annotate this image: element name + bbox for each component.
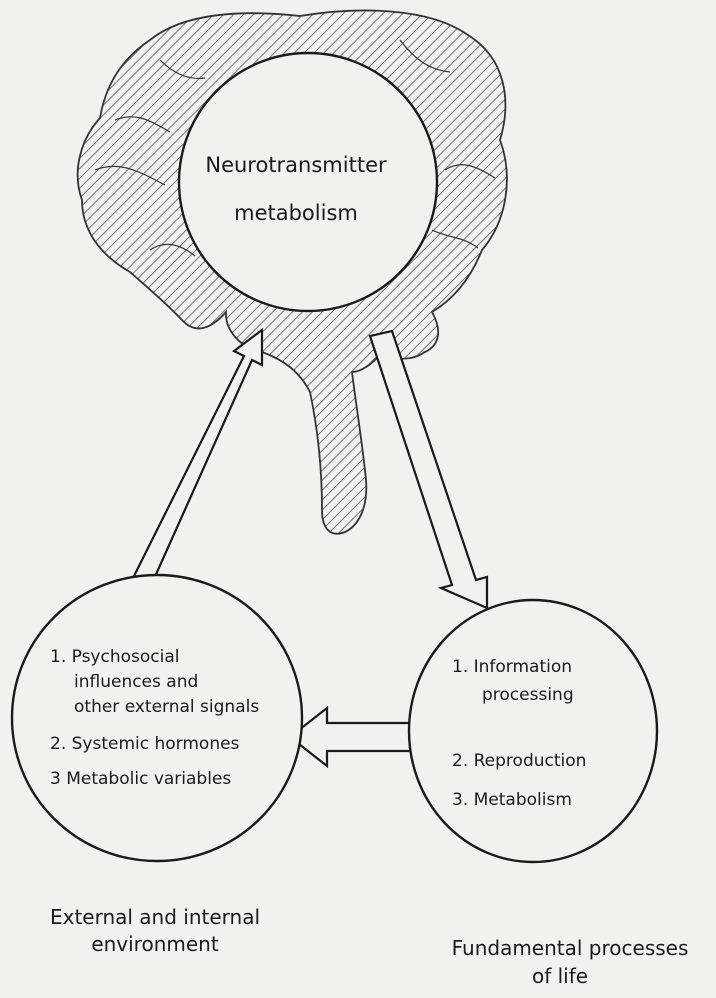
left-item-1: 1. Psychosocial	[50, 647, 179, 667]
arrow-processes-to-environment	[290, 708, 410, 766]
right-caption-line2: of life	[532, 964, 588, 988]
right-item-1: 1. Information	[452, 657, 572, 677]
arrow-environment-to-neurotransmitter	[131, 330, 262, 590]
neurotransmitter-node-circle	[179, 53, 437, 311]
left-caption-line2: environment	[91, 932, 219, 956]
processes-node-circle	[409, 600, 657, 862]
top-node-line2: metabolism	[234, 201, 358, 225]
right-item-2: 2. Reproduction	[452, 751, 586, 771]
right-item-1-cont: processing	[482, 685, 574, 705]
right-item-3: 3. Metabolism	[452, 790, 572, 810]
arrow-neurotransmitter-to-processes	[370, 331, 487, 608]
environment-node-circle	[12, 575, 302, 861]
top-node-line1: Neurotransmitter	[205, 153, 387, 177]
left-caption-line1: External and internal	[50, 905, 260, 929]
left-item-3: 3 Metabolic variables	[50, 769, 231, 789]
right-caption-line1: Fundamental processes	[452, 936, 689, 960]
left-item-2: 2. Systemic hormones	[50, 734, 240, 754]
left-item-1-cont: other external signals	[74, 697, 259, 717]
left-item-1-cont: influences and	[74, 672, 198, 692]
